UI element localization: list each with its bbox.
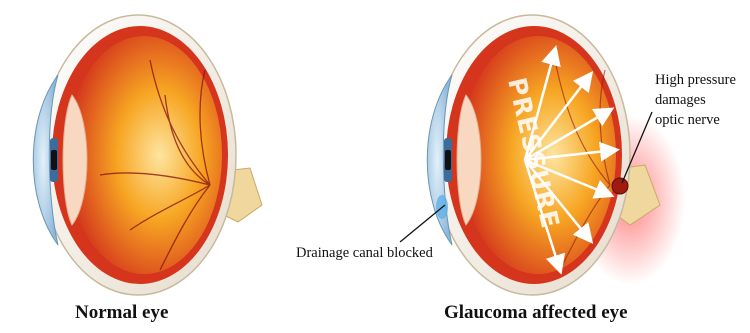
- damaged-optic-disc: [612, 178, 628, 194]
- note-line: damages: [655, 90, 736, 110]
- pupil: [445, 150, 451, 170]
- normal-eye-caption: Normal eye: [75, 302, 168, 324]
- glaucoma-eye-caption: Glaucoma affected eye: [444, 302, 628, 324]
- normal-eye: [33, 15, 262, 295]
- retina-interior: [66, 36, 222, 274]
- glaucoma-eye: PRESSURE: [400, 15, 685, 295]
- note-line: optic nerve: [655, 110, 736, 130]
- drainage-canal-label: Drainage canal blocked: [296, 243, 433, 263]
- drainage-pointer: [400, 205, 445, 242]
- note-line: High pressure: [655, 70, 736, 90]
- optic-nerve-damage-label: High pressure damages optic nerve: [655, 70, 736, 130]
- pupil: [51, 150, 57, 170]
